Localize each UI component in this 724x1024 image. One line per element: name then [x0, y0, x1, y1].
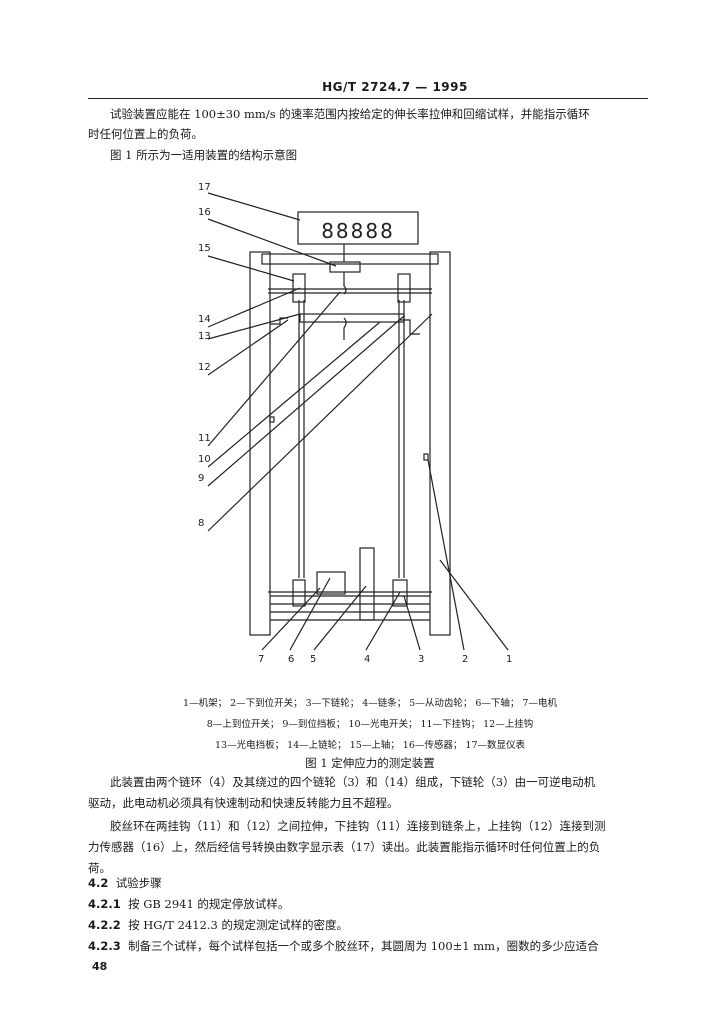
label-8: 8: [198, 518, 204, 529]
figure-1-diagram: 88888 17 16 15 14 13 12 11 10 9 8 7 6 5 …: [198, 182, 512, 665]
label-11: 11: [198, 433, 211, 444]
para-1-line-1: 此装置由两个链环（4）及其绕过的四个链轮（3）和（14）组成，下链轮（3）由一可…: [110, 775, 596, 789]
para-2-line-3: 荷。: [88, 861, 111, 875]
header-rule: [88, 98, 648, 99]
display-meter: [297, 211, 419, 245]
intro-line-3: 图 1 所示为一适用装置的结构示意图: [110, 148, 298, 162]
section-text: 试验步骤: [115, 876, 162, 890]
lower-hook: [343, 317, 347, 340]
figure-legend-line-1: 1—机架； 2—下到位开关； 3—下链轮； 4—链条； 5—从动齿轮； 6—下轴…: [183, 698, 557, 709]
label-2: 2: [462, 654, 468, 665]
label-3: 3: [418, 654, 424, 665]
section-4-2-1: 4.2.1 按 GB 2941 的规定停放试样。: [88, 896, 289, 912]
figure-legend-line-2: 8—上到位开关； 9—到位挡板； 10—光电开关； 11—下挂钩； 12—上挂钩: [206, 719, 534, 730]
figure-legend-line-3: 13—光电挡板； 14—上链轮； 15—上轴； 16—传感器； 17—数显仪表: [214, 740, 526, 751]
section-4-2: 4.2 试验步骤: [88, 875, 162, 891]
driven-gear: [359, 547, 375, 621]
label-17: 17: [198, 182, 211, 193]
section-text: 按 GB 2941 的规定停放试样。: [128, 897, 290, 911]
para-2-line-1: 胶丝环在两挂钩（11）和（12）之间拉伸，下挂钩（11）连接到链条上，上挂钩（1…: [110, 819, 606, 833]
frame-right-post: [429, 251, 451, 636]
para-1-line-2: 驱动，此电动机必须具有快速制动和快速反转能力且不超程。: [88, 796, 399, 810]
section-number: 4.2: [88, 876, 109, 890]
upper-hook: [343, 272, 347, 295]
intro-line-1: 试验装置应能在 100±30 mm/s 的速率范围内按给定的伸长率拉伸和回缩试样…: [110, 107, 590, 121]
lower-sprocket-left: [292, 579, 306, 607]
section-4-2-2: 4.2.2 按 HG/T 2412.3 的规定测定试样的密度。: [88, 917, 348, 933]
motor-body: [316, 571, 346, 595]
label-9: 9: [198, 473, 204, 484]
frame-top-bar: [261, 253, 439, 265]
para-2-line-2: 力传感器（16）上，然后经信号转换由数字显示表（17）读出。此装置能指示循环时任…: [88, 840, 601, 854]
label-4: 4: [364, 654, 370, 665]
page-number: 48: [92, 960, 108, 973]
frame-left-post: [249, 251, 271, 636]
intro-line-2: 时任何位置上的负荷。: [88, 127, 203, 141]
section-text: 按 HG/T 2412.3 的规定测定试样的密度。: [128, 918, 349, 932]
label-5: 5: [310, 654, 316, 665]
label-6: 6: [288, 654, 294, 665]
figure-title: 图 1 定伸应力的测定装置: [305, 756, 435, 770]
label-14: 14: [198, 314, 211, 325]
label-12: 12: [198, 362, 211, 373]
section-number: 4.2.3: [88, 939, 121, 953]
section-number: 4.2.2: [88, 918, 121, 932]
section-4-2-3: 4.2.3 制备三个试样，每个试样包括一个或多个胶丝环，其圆周为 100±1 m…: [88, 938, 599, 954]
label-10: 10: [198, 454, 211, 465]
position-stop: [400, 319, 420, 335]
upper-sprocket-right: [397, 273, 411, 303]
section-number: 4.2.1: [88, 897, 121, 911]
display-digits: 88888: [321, 219, 395, 243]
section-text: 制备三个试样，每个试样包括一个或多个胶丝环，其圆周为 100±1 mm，圈数的多…: [128, 939, 599, 953]
label-15: 15: [198, 243, 211, 254]
label-1: 1: [506, 654, 512, 665]
label-7: 7: [258, 654, 264, 665]
lower-sprocket-right: [392, 579, 408, 607]
standard-code-header: HG/T 2724.7 — 1995: [322, 80, 468, 94]
label-16: 16: [198, 207, 211, 218]
sensor: [329, 261, 361, 273]
label-13: 13: [198, 331, 211, 342]
